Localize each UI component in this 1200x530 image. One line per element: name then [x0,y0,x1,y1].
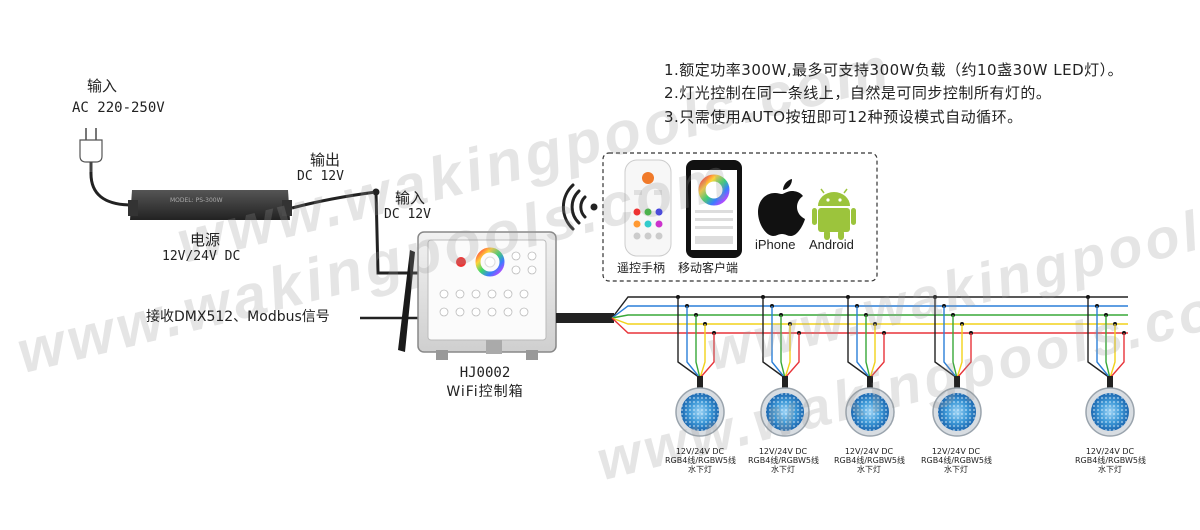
light-wiring: RGB4线/RGBW5线 [748,456,819,466]
drop-wire [699,324,706,379]
power-supply-title: 电源 [189,231,220,249]
light-voltage: 12V/24V DC [675,447,725,456]
note-line: 2.灯光控制在同一条线上，自然是可同步控制所有灯的。 [664,84,1052,103]
bus-wire [611,305,1128,319]
smartphone-app-icon [686,160,742,258]
drop-wire [1109,324,1116,379]
lamp-led-dots [766,393,804,431]
lamp-group [675,376,1135,437]
lamp-cable [867,376,873,392]
drop-wire [1096,306,1111,379]
light-label: 12V/24V DC RGB4线/RGBW5线 水下灯 [1075,447,1146,475]
light-wiring: RGB4线/RGBW5线 [921,456,992,466]
controller-box [417,231,557,360]
light-type: 水下灯 [771,465,795,475]
dc-input-voltage: DC 12V [384,207,431,222]
dc-input-title: 输入 [394,189,425,207]
light-type: 水下灯 [1098,465,1122,475]
lamp-led-dots [938,393,976,431]
wireless-signal-icon [561,183,598,231]
lamp-cable [1107,376,1113,392]
drop-wire [686,306,701,379]
light-label: 12V/24V DC RGB4线/RGBW5线 水下灯 [748,447,819,475]
antenna [398,250,415,352]
drop-wire [934,297,958,379]
drop-wire [865,315,871,379]
mobile-label: 移动客户端 [678,261,739,275]
drop-wire [780,315,786,379]
drop-wire [1105,315,1111,379]
dc-input-cable [374,191,420,275]
light-wiring: RGB4线/RGBW5线 [834,456,905,466]
lamp-led-dots [851,393,889,431]
lamp-cable [697,376,703,392]
iphone-label: iPhone [755,237,796,252]
drop-wire [784,324,791,379]
note-line: 1.额定功率300W,最多可支持300W负载（约10盏30W LED灯）。 [664,61,1124,79]
light-wiring: RGB4线/RGBW5线 [1075,456,1146,466]
ac-input-voltage: AC 220-250V [72,100,165,116]
drop-wire [856,306,871,379]
drop-wire [784,333,800,379]
drop-wire [762,297,786,379]
output-cable [556,313,614,323]
controller-model: HJ0002 [459,365,511,381]
ac-cable [89,171,133,207]
drop-wire [956,324,963,379]
remote-label: 遥控手柄 [617,261,666,275]
drop-wire [943,306,958,379]
light-type: 水下灯 [857,465,881,475]
wiring-harness [611,295,1128,379]
drop-wire [952,315,958,379]
bus-wire [611,296,1128,319]
feature-notes: 1.额定功率300W,最多可支持300W负载（约10盏30W LED灯）。 2.… [664,61,1124,132]
controller-name: WiFi控制箱 [446,384,524,400]
light-type: 水下灯 [688,465,712,475]
drop-wire [1087,297,1111,379]
light-label: 12V/24V DC RGB4线/RGBW5线 水下灯 [921,447,992,475]
drop-wire [695,315,701,379]
apple-logo-icon [758,179,805,236]
dc-output-cable [291,190,377,210]
remote-control-icon [624,159,672,257]
android-logo-icon [812,188,856,240]
lamp-cable [954,376,960,392]
drop-wire [677,297,701,379]
note-line: 3.只需使用AUTO按钮即可12种预设模式自动循环。 [664,107,1023,126]
drop-wire [869,333,885,379]
ac-input-title: 输入 [86,77,117,95]
power-supply-spec: 12V/24V DC [162,249,241,264]
ac-plug-icon [79,128,103,172]
light-voltage: 12V/24V DC [931,447,981,456]
dc-output-title: 输出 [309,151,340,169]
lamp-led-dots [1091,393,1129,431]
drop-wire [956,333,972,379]
signal-label: 接收DMX512、Modbus信号 [146,309,330,325]
light-voltage: 12V/24V DC [758,447,808,456]
lamp-cable [782,376,788,392]
svg-text:MODEL: PS-300W: MODEL: PS-300W [170,197,223,204]
light-wiring: RGB4线/RGBW5线 [665,456,736,466]
dc-output-voltage: DC 12V [297,169,344,184]
light-type: 水下灯 [944,465,968,475]
control-devices-panel [602,152,878,282]
light-label: 12V/24V DC RGB4线/RGBW5线 水下灯 [665,447,736,475]
light-voltage: 12V/24V DC [844,447,894,456]
light-voltage: 12V/24V DC [1085,447,1135,456]
power-supply-unit: MODEL: PS-300W [128,190,292,220]
drop-wire [699,333,715,379]
lamp-led-dots [681,393,719,431]
bus-wire [611,314,1128,319]
drop-wire [1109,333,1125,379]
light-label: 12V/24V DC RGB4线/RGBW5线 水下灯 [834,447,905,475]
drop-wire [771,306,786,379]
android-label: Android [809,237,854,252]
drop-wire [869,324,876,379]
drop-wire [847,297,871,379]
